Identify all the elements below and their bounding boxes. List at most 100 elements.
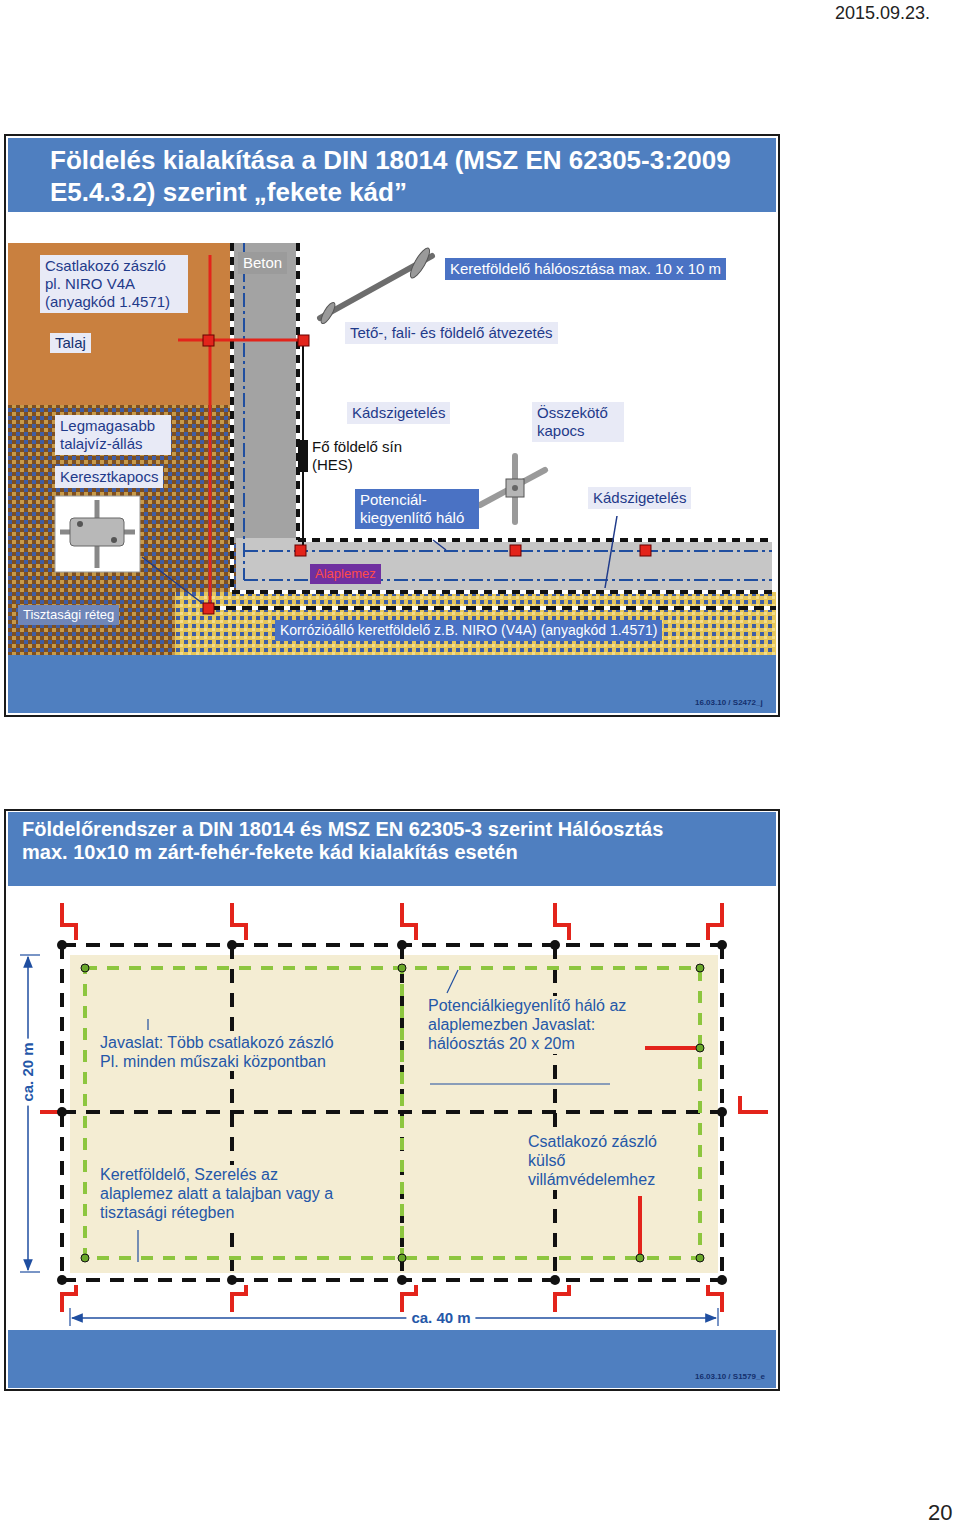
clamp-square: [640, 545, 651, 556]
flag-rod: [708, 1285, 722, 1312]
label-box: Potenciál- kiegyenlítő háló: [355, 489, 479, 529]
mesh-dot: [636, 1254, 644, 1262]
box-text: Keresztkapocs: [60, 468, 158, 486]
slide-title: Földelés kialakítása a DIN 18014 (MSZ EN…: [50, 144, 775, 208]
mesh-line: [400, 968, 404, 1258]
dimension-line: [72, 1317, 716, 1319]
footer-band: [8, 655, 776, 713]
connector-clamp-picture: [480, 456, 545, 522]
equipotential-mesh: [244, 243, 772, 580]
ring-earth: [210, 606, 776, 610]
tank-insulation: [232, 243, 772, 592]
grid-line: [400, 945, 404, 1280]
label-box: Csatlakozó zászló pl. NIRO V4A (anyagkód…: [40, 255, 188, 313]
junction-dot: [717, 940, 727, 950]
junction-dot: [227, 1275, 237, 1285]
wall-feedthrough-picture: [319, 246, 433, 326]
box-text: Tető-, fali- és földelő átvezetés: [350, 324, 553, 342]
flag-rod: [645, 1046, 696, 1050]
box-text: Csatlakozó zászló pl. NIRO V4A (anyagkód…: [45, 257, 183, 311]
annotation: Csatlakozó zászló külső villámvédelemhez: [528, 1132, 673, 1190]
ring-earth-grid: [62, 945, 722, 1280]
slide-code: 16.03.10 / S1579_e: [695, 1372, 765, 1382]
annotation: Javaslat: Több csatlakozó zászló Pl. min…: [100, 1033, 350, 1071]
insulation-line: [232, 590, 772, 594]
red-clamps: [203, 335, 651, 614]
label-box: Összekötő kapocs: [532, 402, 624, 442]
ring-earth: [210, 606, 776, 610]
leader-line: [447, 970, 458, 993]
junction-dot: [550, 1275, 560, 1285]
clamp-bolt: [512, 485, 518, 491]
annotation: ca. 40 m: [406, 1309, 475, 1327]
junction-dot: [717, 1107, 727, 1117]
label-box: Alaplemez: [310, 564, 381, 584]
flag-rod: [62, 1285, 76, 1312]
cross-clamp-picture: [55, 496, 140, 572]
feedthrough-disc: [407, 246, 433, 280]
mesh-dot: [81, 964, 89, 972]
connection-flag-rod: [178, 339, 303, 342]
feedthrough-disc: [319, 301, 338, 326]
mesh-dot: [696, 1254, 704, 1262]
label-box: Korrózióálló keretföldelő z.B. NIRO (V4A…: [275, 620, 662, 641]
mesh-line: [85, 968, 700, 1258]
mesh-line: [243, 243, 245, 580]
slide-title: Földelőrendszer a DIN 18014 és MSZ EN 62…: [22, 818, 682, 864]
leader-line: [433, 540, 446, 550]
clamp-square: [203, 335, 214, 346]
flag-rod: [555, 1285, 569, 1312]
slide-frame: [5, 135, 779, 716]
junction-dots: [57, 940, 727, 1285]
clamp-square: [298, 335, 309, 346]
dimension-tick: [717, 1308, 718, 1326]
insulation-line: [296, 243, 300, 540]
soil-upper: [8, 243, 230, 405]
junction-dot: [397, 1275, 407, 1285]
dimension-tick: [20, 1271, 40, 1272]
annotation: Keretföldelő, Szerelés az alaplemez alat…: [100, 1165, 355, 1223]
junction-dot: [57, 940, 67, 950]
slide-code: 16.03.10 / S2472_j: [695, 698, 763, 708]
flag-rod: [232, 1285, 246, 1312]
clamp-square: [295, 545, 306, 556]
box-text: Tisztasági réteg: [23, 607, 114, 623]
cleanliness-layer: [175, 592, 776, 655]
box-text: Potenciál- kiegyenlítő háló: [360, 491, 474, 527]
main-earth-bar: [298, 440, 308, 472]
flag-rod: [708, 903, 722, 940]
leader-lines: [142, 516, 617, 603]
clamp-bolt: [111, 537, 117, 543]
title-bar: [8, 138, 776, 212]
grid-line: [62, 943, 722, 947]
box-text: Kádszigetelés: [352, 404, 445, 422]
grid-line: [62, 1110, 722, 1114]
insulation-line: [298, 538, 772, 542]
equipotential-grid: [85, 968, 700, 1258]
label-box: Beton: [238, 252, 287, 274]
leader-line: [142, 557, 202, 603]
label-box: Keretföldelő hálóosztása max. 10 x 10 m: [445, 258, 726, 280]
leader-line: [430, 1083, 610, 1084]
label-box: Kádszigetelés: [588, 487, 691, 509]
mesh-dot: [398, 1254, 406, 1262]
flag-rod: [62, 903, 76, 940]
slide-panel: Földelés kialakítása a DIN 18014 (MSZ EN…: [5, 135, 779, 716]
junction-dot: [717, 1275, 727, 1285]
junction-dot: [397, 940, 407, 950]
title-bar: [8, 812, 776, 886]
insulation-line: [230, 243, 234, 592]
label-box: Tető-, fali- és földelő átvezetés: [345, 322, 558, 344]
clamp-square: [203, 603, 214, 614]
flag-rod: [740, 1096, 768, 1112]
box-text: Alaplemez: [315, 566, 376, 582]
leader-line: [147, 1019, 148, 1030]
label-box: Tisztasági réteg: [18, 605, 119, 625]
dimension-lines: [20, 955, 718, 1326]
mesh-dot: [81, 1254, 89, 1262]
box-text: Legmagasabb talajvíz-állás: [60, 417, 166, 453]
flag-rod: [232, 903, 246, 940]
annotation: Fő földelő sín (HES): [312, 438, 412, 474]
box-text: Beton: [243, 254, 282, 272]
